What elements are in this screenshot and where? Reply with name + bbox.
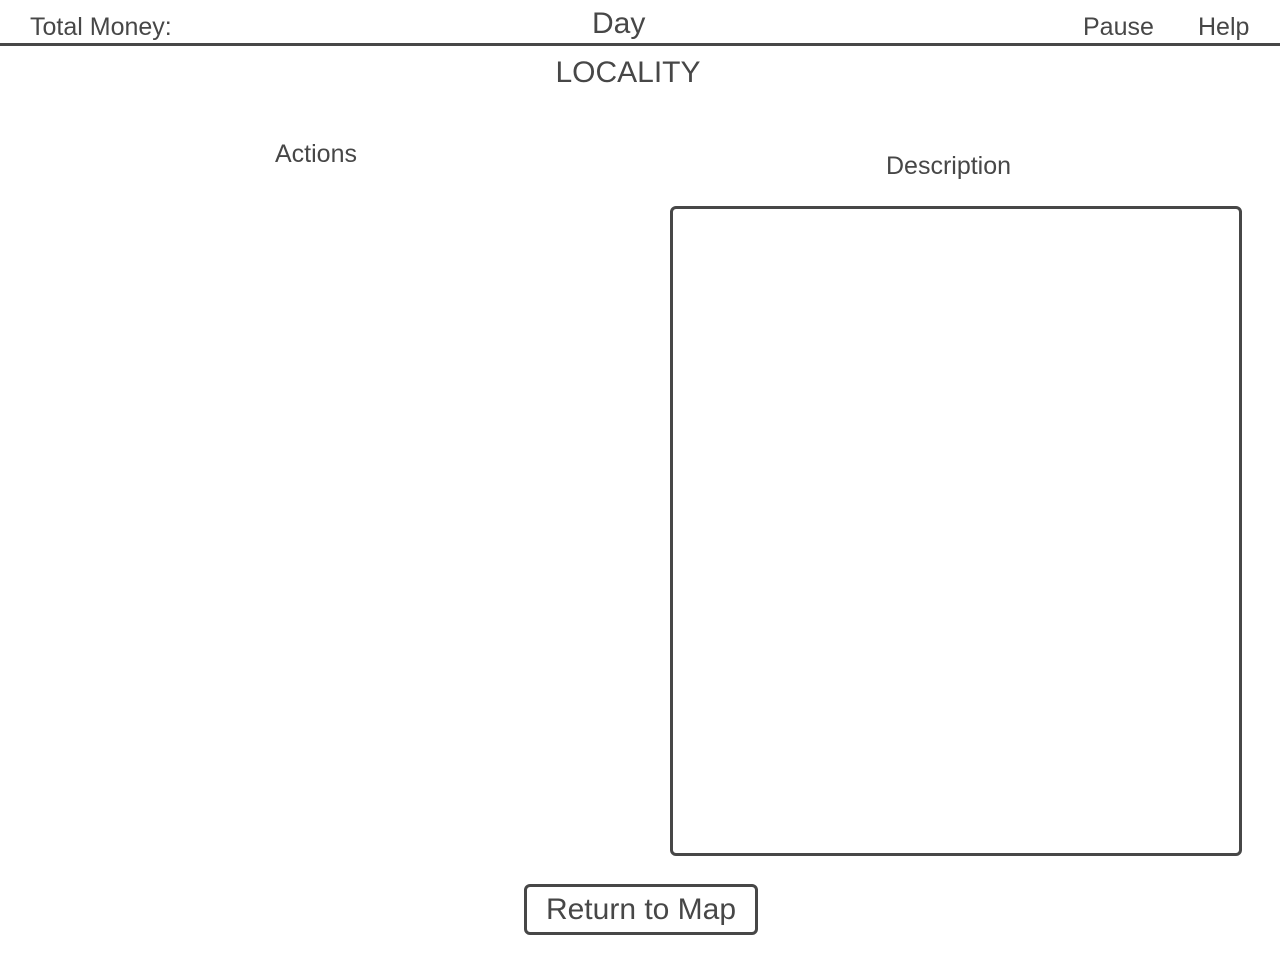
pause-button[interactable]: Pause — [1083, 13, 1154, 41]
total-money-label: Total Money: — [30, 13, 172, 41]
day-label: Day — [592, 7, 646, 40]
actions-list — [20, 190, 620, 850]
top-bar: Total Money: Day Pause Help — [0, 0, 1280, 46]
description-heading: Description — [886, 152, 1012, 180]
actions-heading: Actions — [275, 140, 357, 168]
description-box[interactable] — [670, 206, 1242, 856]
return-to-map-button[interactable]: Return to Map — [524, 884, 758, 935]
locality-title: LOCALITY — [555, 56, 701, 89]
help-button[interactable]: Help — [1198, 13, 1250, 41]
